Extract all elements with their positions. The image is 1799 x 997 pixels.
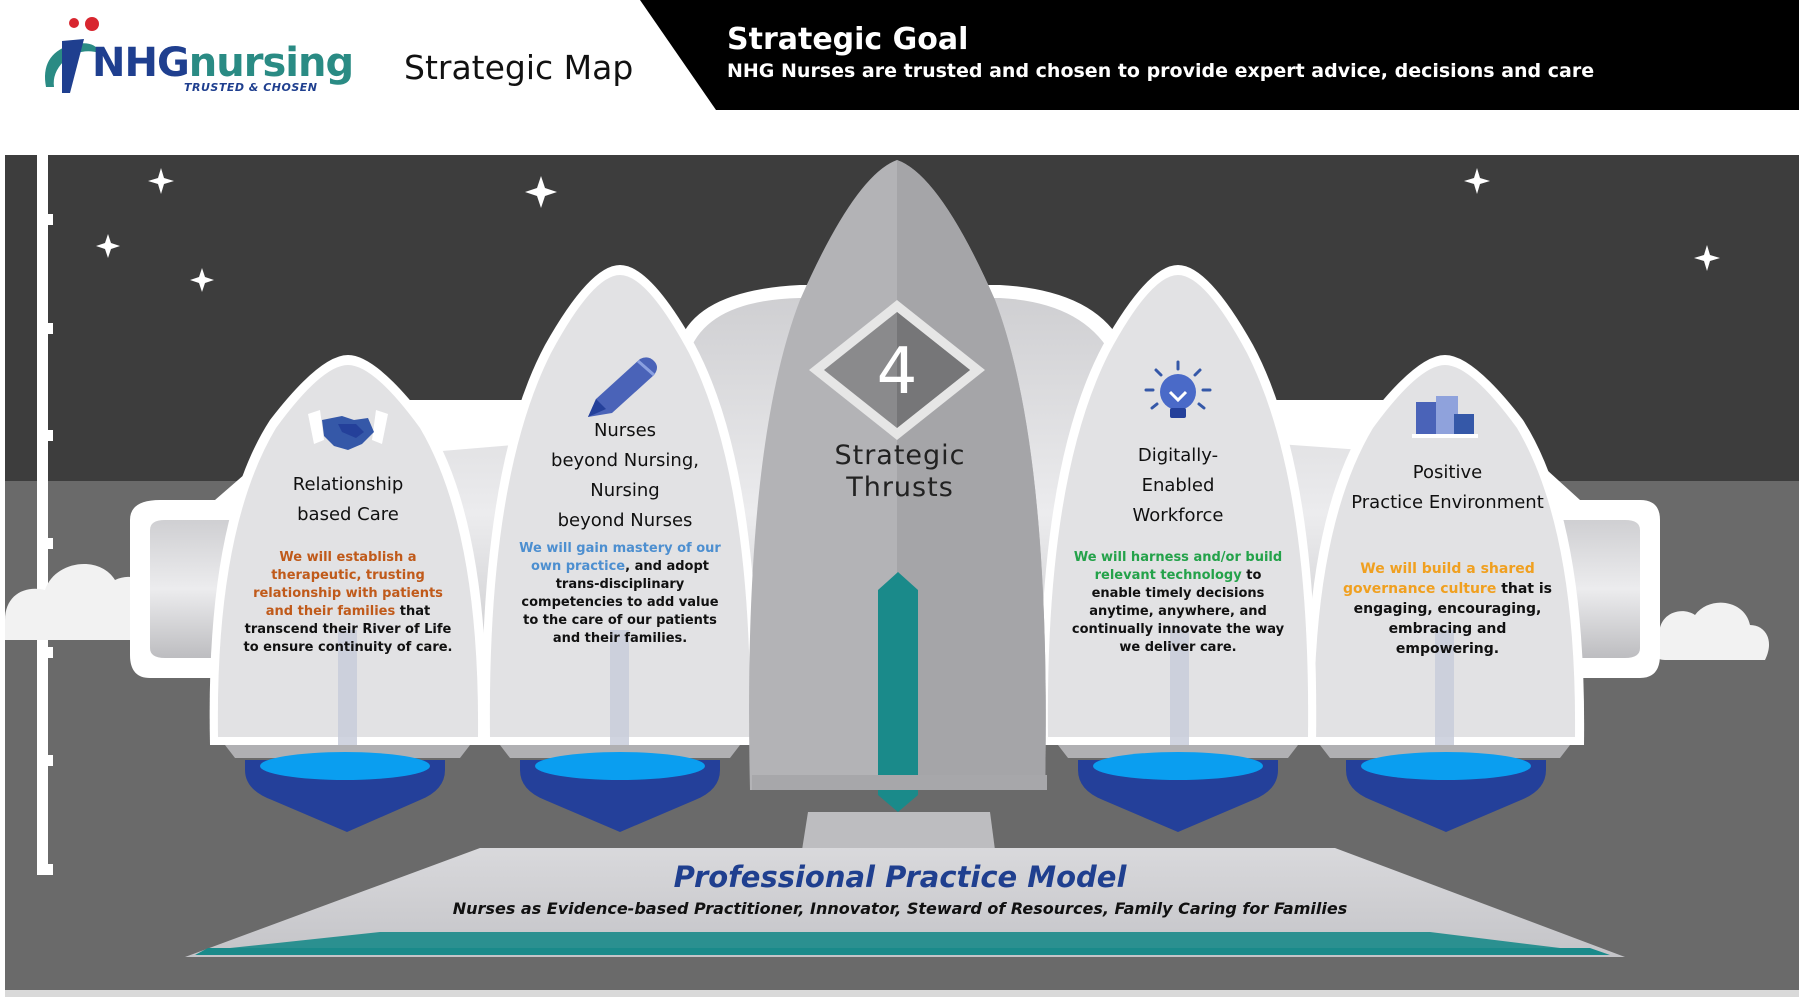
logo-nhg: NHG <box>92 40 190 86</box>
thrust-highlight: We will build a shared governance cultur… <box>1342 561 1535 597</box>
launch-pad <box>185 848 1625 957</box>
engine-flames <box>245 752 1546 832</box>
center-title-line2: Thrusts <box>846 472 954 503</box>
pencil-icon <box>588 357 657 417</box>
thrust-highlight: We will establish a therapeutic, trustin… <box>253 550 443 619</box>
star-icon <box>525 176 557 208</box>
thrust-title-line: beyond Nursing, <box>551 450 699 471</box>
logo-nursing: nursing <box>188 40 354 86</box>
thrust-title-line: Workforce <box>1132 505 1224 526</box>
thrust-title-line: Nurses <box>593 420 657 441</box>
thrust-title-line: Nursing <box>590 480 660 501</box>
altitude-ruler <box>37 155 53 875</box>
star-icon <box>1694 245 1720 271</box>
thrust-relationship-title: Relationship based Care <box>248 470 448 530</box>
clouds <box>5 563 1770 660</box>
thrust-title-line: Positive <box>1412 462 1483 483</box>
thrust-nurses-text: We will gain mastery of our own practice… <box>515 540 725 648</box>
goal-banner <box>640 0 1799 110</box>
thrust-title-line: Digitally- <box>1137 445 1219 466</box>
star-icon <box>96 234 120 258</box>
star-icon <box>148 168 174 194</box>
lightbulb-icon <box>1144 360 1212 418</box>
handshake-icon <box>308 410 388 450</box>
thrust-title-line: beyond Nurses <box>557 510 693 531</box>
cloud-icon <box>5 563 166 640</box>
thrust-nurses-title: Nurses beyond Nursing, Nursing beyond Nu… <box>520 416 730 536</box>
thrust-rest: that is engaging, encouraging, embracing… <box>1353 581 1553 657</box>
page-title: Strategic Map <box>404 48 634 87</box>
thrust-highlight: We will gain mastery of our own practice <box>519 541 721 574</box>
star-icon <box>1464 168 1490 194</box>
center-title: Strategic Thrusts <box>790 440 1010 504</box>
center-title-line1: Strategic <box>834 440 966 471</box>
thrust-rest: that transcend their River of Life to en… <box>243 604 453 655</box>
thrust-rest: to enable timely decisions anytime, anyw… <box>1071 568 1285 655</box>
thrust-title-line: Enabled <box>1141 475 1215 496</box>
center-number: 4 <box>877 335 918 405</box>
teal-bar <box>878 572 918 812</box>
logo-wordmark: NHGnursing <box>92 40 354 86</box>
thrust-title-line: based Care <box>297 504 399 525</box>
goal-text: NHG Nurses are trusted and chosen to pro… <box>727 60 1595 82</box>
bar-chart-icon <box>1412 396 1478 438</box>
ppm-subtitle: Nurses as Evidence-based Practitioner, I… <box>452 899 1348 918</box>
star-icon <box>190 268 214 292</box>
thrust-digital-text: We will harness and/or build relevant te… <box>1068 549 1288 657</box>
thrust-positive-title: Positive Practice Environment <box>1340 458 1555 518</box>
goal-title: Strategic Goal <box>727 22 969 57</box>
stars <box>96 168 1720 292</box>
thrust-highlight: We will harness and/or build relevant te… <box>1073 550 1283 583</box>
thrust-relationship-text: We will establish a therapeutic, trustin… <box>238 549 458 657</box>
logo-icon <box>45 17 100 93</box>
cloud-icon <box>1653 602 1770 660</box>
ppm-title: Professional Practice Model <box>673 860 1127 894</box>
thrust-rest: , and adopt trans-disciplinary competenc… <box>521 559 719 646</box>
thrust-title-line: Relationship <box>292 474 404 495</box>
svg-text:4: 4 <box>877 335 918 405</box>
thrust-positive-text: We will build a shared governance cultur… <box>1340 559 1555 659</box>
thrust-title-line: Practice Environment <box>1351 492 1544 513</box>
thrust-digital-title: Digitally- Enabled Workforce <box>1078 441 1278 531</box>
logo-tagline: TRUSTED & CHOSEN <box>184 81 318 94</box>
